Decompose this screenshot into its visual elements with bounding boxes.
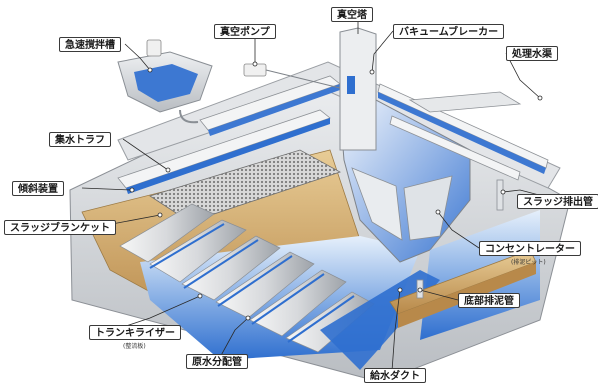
label-tranquilizer-note: (整流板) bbox=[123, 343, 146, 350]
vacuum-pump-hose bbox=[265, 69, 341, 89]
label-concentrator: コンセントレーター bbox=[479, 241, 581, 256]
label-treated-water-channel: 処理水渠 bbox=[506, 46, 558, 61]
label-inclined-device: 傾斜装置 bbox=[12, 181, 64, 196]
rapid-mix-tank-water bbox=[134, 64, 198, 102]
raw-water-distribution-pipes bbox=[149, 223, 355, 343]
sludge-discharge-pipe bbox=[496, 179, 504, 211]
vacuum-tower-window bbox=[347, 76, 355, 94]
vacuum-chamber-cone-right bbox=[403, 175, 453, 241]
tranquilizer-plates bbox=[119, 203, 375, 353]
label-vacuum-tower: 真空塔 bbox=[331, 7, 373, 22]
vacuum-tower bbox=[339, 27, 377, 151]
label-sludge-blanket: スラッジブランケット bbox=[4, 220, 116, 235]
vacuum-chamber-cone-left bbox=[351, 167, 403, 241]
label-rapid-mix-tank: 急速撹拌槽 bbox=[59, 37, 121, 52]
rapid-mix-pipe bbox=[179, 109, 199, 124]
collection-troughs bbox=[117, 75, 341, 194]
label-bottom-drain-pipe: 底部排泥管 bbox=[458, 293, 520, 308]
rapid-mix-motor bbox=[146, 39, 162, 57]
label-collection-trough: 集水トラフ bbox=[49, 132, 111, 147]
label-tranquilizer: トランキライザー bbox=[89, 325, 181, 340]
leader-dots bbox=[129, 61, 543, 321]
treated-water-troughs bbox=[377, 83, 549, 181]
label-raw-water-distribution-pipe: 原水分配管 bbox=[186, 354, 248, 369]
label-concentrator-note: (排泥ピット) bbox=[511, 259, 546, 266]
label-vacuum-pump: 真空ポンプ bbox=[214, 24, 276, 39]
label-vacuum-breaker: バキュームブレーカー bbox=[393, 24, 505, 39]
leader-lines bbox=[81, 22, 563, 372]
label-water-supply-duct: 給水ダクト bbox=[364, 368, 426, 383]
label-sludge-discharge-pipe: スラッジ排出管 bbox=[517, 194, 598, 209]
